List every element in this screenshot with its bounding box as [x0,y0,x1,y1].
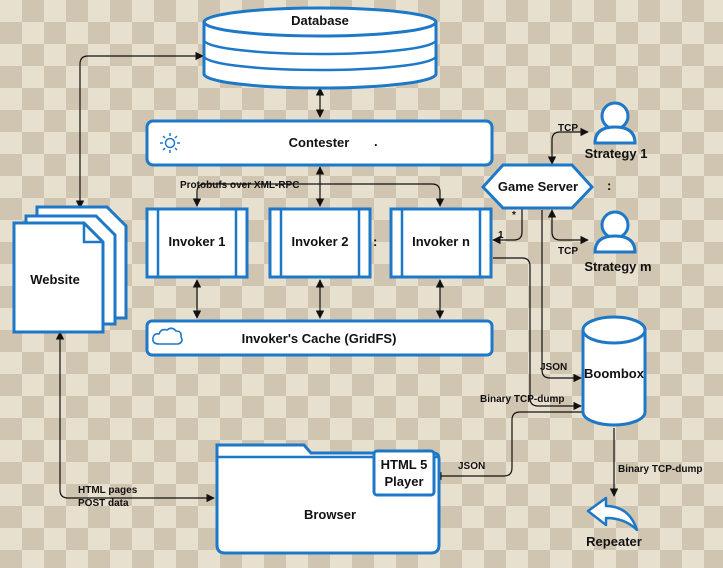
undo-arrow-icon [586,496,639,532]
invokers-cache-label: Invoker's Cache (GridFS) [242,331,397,346]
website-node: Website [12,205,128,334]
html5-player-label-1: HTML 5 [381,457,428,472]
json-boombox-label: JSON [540,362,567,373]
one-label: 1 [498,230,504,241]
strategy-m-label: Strategy m [584,259,651,274]
strategy-m-node: Strategy m [584,210,652,274]
strategy-1-label: Strategy 1 [585,146,648,161]
browser-label: Browser [304,507,356,522]
edge-gameserver-boombox [541,210,582,383]
strategy-1-node: Strategy 1 [585,101,648,161]
edge-invokern-gameserver [492,199,527,245]
boombox-label: Boombox [584,366,645,381]
edge-boombox-player [433,411,583,481]
html5-player-label-2: Player [384,474,423,489]
strategy-ellipsis: : [607,178,611,193]
edge-website-database [75,51,204,209]
database-label: Database [291,13,349,28]
edge-website-browser [55,331,215,503]
binary-dump-left-label: Binary TCP-dump [480,394,564,405]
edge-contester-invoker1 [192,183,320,207]
game-server-node: Game Server [480,163,595,210]
edge-gameserver-strategy1 [547,127,589,165]
invokers-cache-node: Invoker's Cache (GridFS) [145,319,494,357]
user-icon [593,210,637,254]
cloud-icon [152,327,183,345]
boombox-node: Boombox [581,315,647,427]
post-data-label: POST data [78,498,129,509]
contester-node: Contester . [145,119,494,167]
tcp-strategym-label: TCP [558,246,578,257]
invoker-2-label: Invoker 2 [291,234,348,249]
website-label: Website [30,272,80,287]
database-node: Database [202,6,438,90]
tcp-strategy1-label: TCP [558,123,578,134]
invoker-1-node: Invoker 1 [145,207,249,279]
user-icon [593,101,637,145]
protobufs-label: Protobufs over XML-RPC [180,180,299,191]
contester-label: Contester [289,135,350,150]
game-server-label: Game Server [498,179,578,194]
sun-icon [160,133,180,153]
edge-gameserver-strategym [547,209,589,245]
invoker-n-node: Invoker n [389,207,493,279]
star-label: * [512,210,516,221]
edge-invokern-boombox [493,257,582,411]
repeater-node: Repeater [586,496,642,549]
json-player-label: JSON [458,461,485,472]
edge-labels: Protobufs over XML-RPC TCP TCP * 1 JSON … [78,123,702,509]
edges [55,51,619,503]
edge-contester-invokern [320,183,445,207]
html5-player-node: HTML 5 Player [372,449,436,497]
invoker-n-label: Invoker n [412,234,470,249]
html-pages-label: HTML pages [78,485,138,496]
binary-dump-right-label: Binary TCP-dump [618,464,702,475]
repeater-label: Repeater [586,534,642,549]
invoker-ellipsis: : [373,234,377,249]
invoker-2-node: Invoker 2 [268,207,372,279]
contester-dot: . [374,134,378,149]
invoker-1-label: Invoker 1 [168,234,225,249]
